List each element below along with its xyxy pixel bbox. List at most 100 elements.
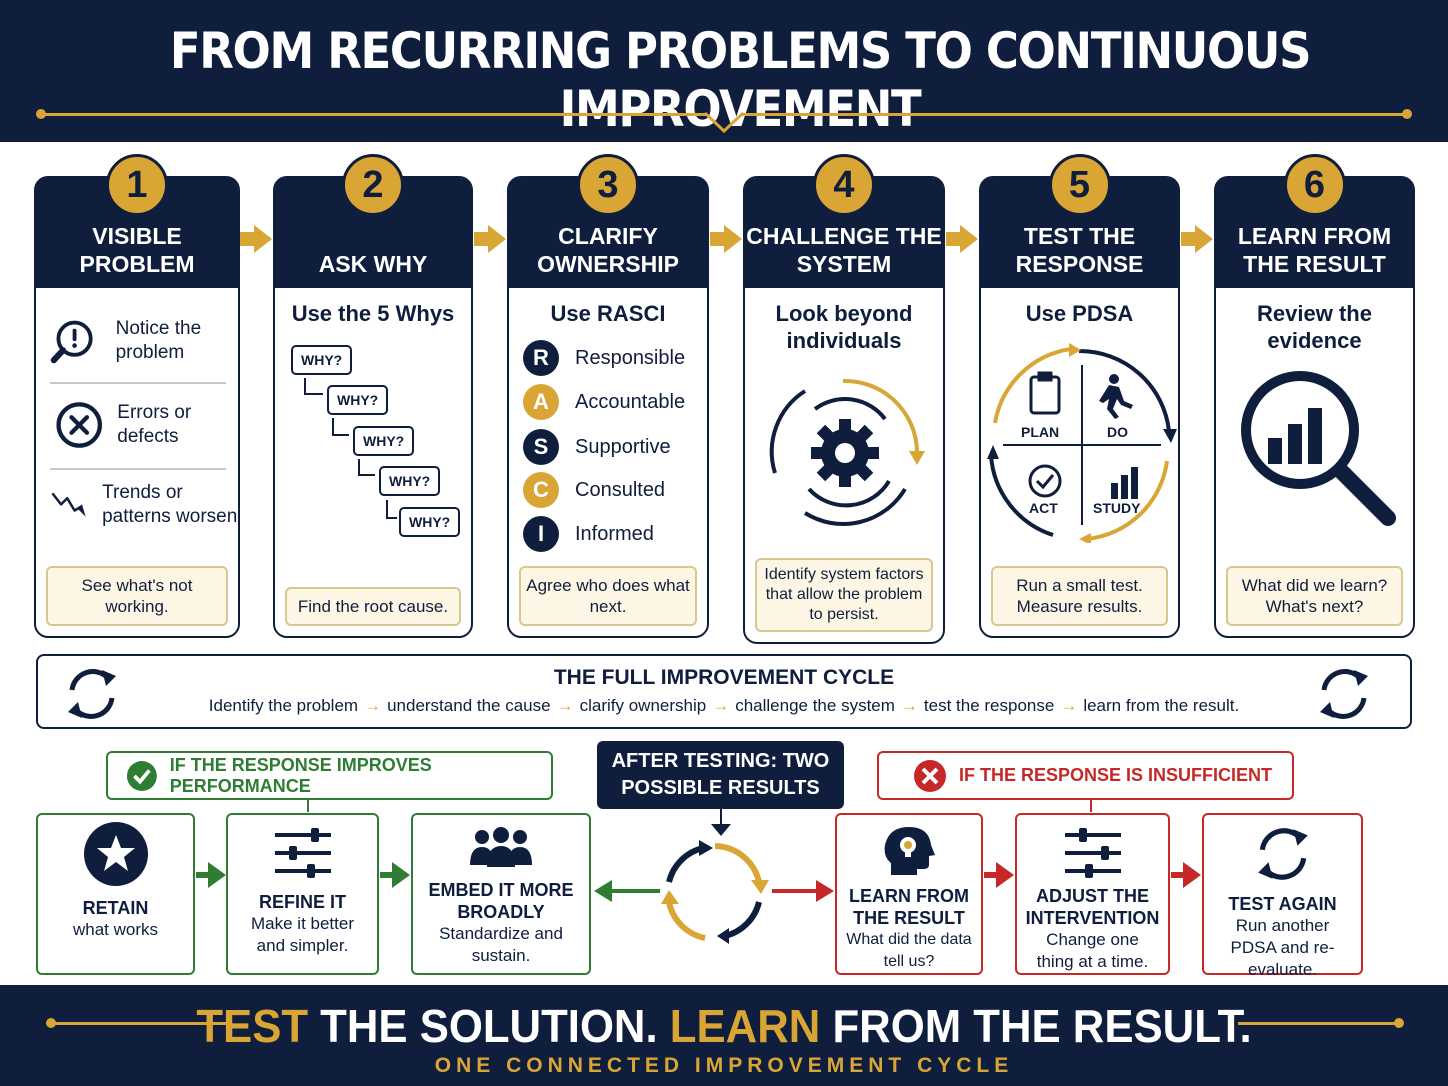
arrow-right-icon — [196, 862, 226, 888]
cycle-stage: understand the cause — [387, 696, 551, 715]
box-subtitle: Make it better and simpler. — [251, 914, 354, 955]
connector — [307, 800, 309, 812]
step-card-4: CHALLENGE THE SYSTEM 4 Look beyond indiv… — [743, 154, 945, 644]
embed-box: EMBED IT MORE BROADLY Standardize and su… — [411, 813, 591, 975]
step-arrow-head — [254, 225, 272, 253]
connector — [720, 809, 722, 829]
cycle-stage: clarify ownership — [579, 696, 707, 715]
cycle-stage: Identify the problem — [208, 696, 359, 715]
divider — [50, 382, 226, 384]
step-note: See what's not working. — [46, 566, 228, 626]
rasci-label: Consulted — [575, 478, 666, 501]
retain-box: RETAIN what works — [36, 813, 195, 975]
box-title: REFINE IT — [258, 892, 346, 912]
step-item-text: Notice the problem — [115, 318, 202, 363]
cycle-stage: test the response — [923, 696, 1055, 715]
insufficient-label-text: IF THE RESPONSE IS INSUFFICIENT — [959, 765, 1273, 785]
box-subtitle: Standardize and sustain. — [439, 924, 563, 965]
box-subtitle: What did the data tell us? — [846, 931, 972, 970]
step-item-text: Trends or patterns worsen — [102, 482, 238, 527]
header-notch-icon — [704, 112, 744, 134]
adjust-box: ADJUST THE INTERVENTION Change one thing… — [1015, 813, 1170, 975]
arrow-right-icon — [816, 880, 834, 902]
people-icon — [470, 827, 532, 867]
magnifier-exclamation-icon — [50, 320, 93, 364]
arrow-right-icon: → — [1060, 696, 1078, 715]
step-card-5: TEST THE RESPONSE 5 Use PDSA — [979, 154, 1180, 638]
step-subtitle: Look beyond individuals — [775, 301, 913, 353]
step-number-badge: 2 — [342, 154, 404, 216]
step-subtitle: Review the evidence — [1257, 301, 1372, 353]
why-box: WHY? — [291, 345, 353, 375]
rasci-letter: I — [523, 516, 559, 552]
cycle-stage: learn from the result. — [1083, 696, 1240, 715]
why-connector-arrows — [304, 378, 397, 519]
pdsa-label: PLAN — [1021, 424, 1060, 440]
rule-dot-left — [36, 109, 46, 119]
magnifier-chart-icon — [1241, 371, 1396, 526]
full-cycle-stages: Identify the problem → understand the caus… — [38, 696, 1410, 716]
why-box: WHY? — [353, 426, 415, 456]
header-rule-left — [42, 113, 707, 116]
rasci-letter: S — [523, 429, 559, 465]
pdsa-label: STUDY — [1093, 500, 1141, 516]
why-box: WHY? — [399, 507, 461, 537]
sliders-icon — [274, 828, 331, 878]
header-rule-right — [741, 113, 1407, 116]
step-note: Run a small test. Measure results. — [991, 566, 1168, 626]
arrow-right-red — [772, 889, 818, 893]
step-card-6: LEARN FROM THE RESULT 6 Review the evide… — [1214, 154, 1415, 638]
step-title: VISIBLE PROBLEM — [36, 178, 238, 288]
footer-banner: TEST THE SOLUTION. LEARN FROM THE RESULT… — [0, 985, 1448, 1086]
pdsa-label: ACT — [1029, 500, 1058, 516]
header-banner: FROM RECURRING PROBLEMS TO CONTINUOUS IM… — [0, 0, 1448, 142]
step-subtitle: Use the 5 Whys — [291, 301, 455, 326]
box-title: RETAIN — [82, 898, 149, 918]
pdsa-cycle-diagram — [987, 343, 1177, 543]
box-title: ADJUST THE INTERVENTION — [1025, 886, 1160, 928]
slogan-word: THE SOLUTION. — [320, 1000, 658, 1052]
box-title: TEST AGAIN — [1228, 894, 1337, 914]
arrow-right-icon: → — [364, 696, 382, 715]
check-circle-icon — [126, 760, 157, 791]
connector — [1090, 800, 1092, 812]
step-item: Errors or defects — [50, 396, 238, 454]
step-title: LEARN FROM THE RESULT — [1216, 178, 1413, 288]
arrow-left-icon — [594, 880, 612, 902]
central-cycle-icon — [661, 840, 769, 944]
arrow-right-icon: → — [712, 696, 730, 715]
step-arrow-head — [724, 225, 742, 253]
arrow-down-icon — [711, 824, 731, 836]
step-note: What did we learn? What's next? — [1226, 566, 1403, 626]
box-subtitle: Run another PDSA and re-evaluate. — [1230, 916, 1335, 979]
after-testing-label: AFTER TESTING: TWO POSSIBLE RESULTS — [597, 741, 844, 809]
step-note: Agree who does what next. — [519, 566, 697, 626]
box-subtitle: what works — [72, 920, 159, 939]
head-lightbulb-icon — [884, 827, 935, 875]
step-arrow-head — [960, 225, 978, 253]
pdsa-label: DO — [1107, 424, 1128, 440]
improves-label-text: IF THE RESPONSE IMPROVES PERFORMANCE — [169, 754, 432, 796]
full-cycle-banner: THE FULL IMPROVEMENT CYCLE Identify the … — [36, 654, 1412, 729]
slogan-word: TEST — [196, 1000, 309, 1052]
learn-box: LEARN FROM THE RESULT What did the data … — [835, 813, 983, 975]
test-again-box: TEST AGAIN Run another PDSA and re-evalu… — [1202, 813, 1363, 979]
step-item: Notice the problem — [50, 310, 238, 372]
arrow-right-icon — [984, 862, 1014, 888]
arrow-right-icon: → — [556, 696, 574, 715]
step-arrow — [710, 232, 724, 246]
arrow-right-icon: → — [900, 696, 918, 715]
step-subtitle: Use PDSA — [1025, 301, 1134, 326]
box-title: LEARN FROM THE RESULT — [849, 886, 969, 928]
page-title: FROM RECURRING PROBLEMS TO CONTINUOUS IM… — [169, 22, 1312, 138]
why-box: WHY? — [379, 466, 441, 496]
step-arrow — [240, 232, 254, 246]
full-cycle-title: THE FULL IMPROVEMENT CYCLE — [553, 666, 895, 689]
rasci-letter: R — [523, 340, 559, 376]
refresh-icon — [1257, 828, 1308, 880]
